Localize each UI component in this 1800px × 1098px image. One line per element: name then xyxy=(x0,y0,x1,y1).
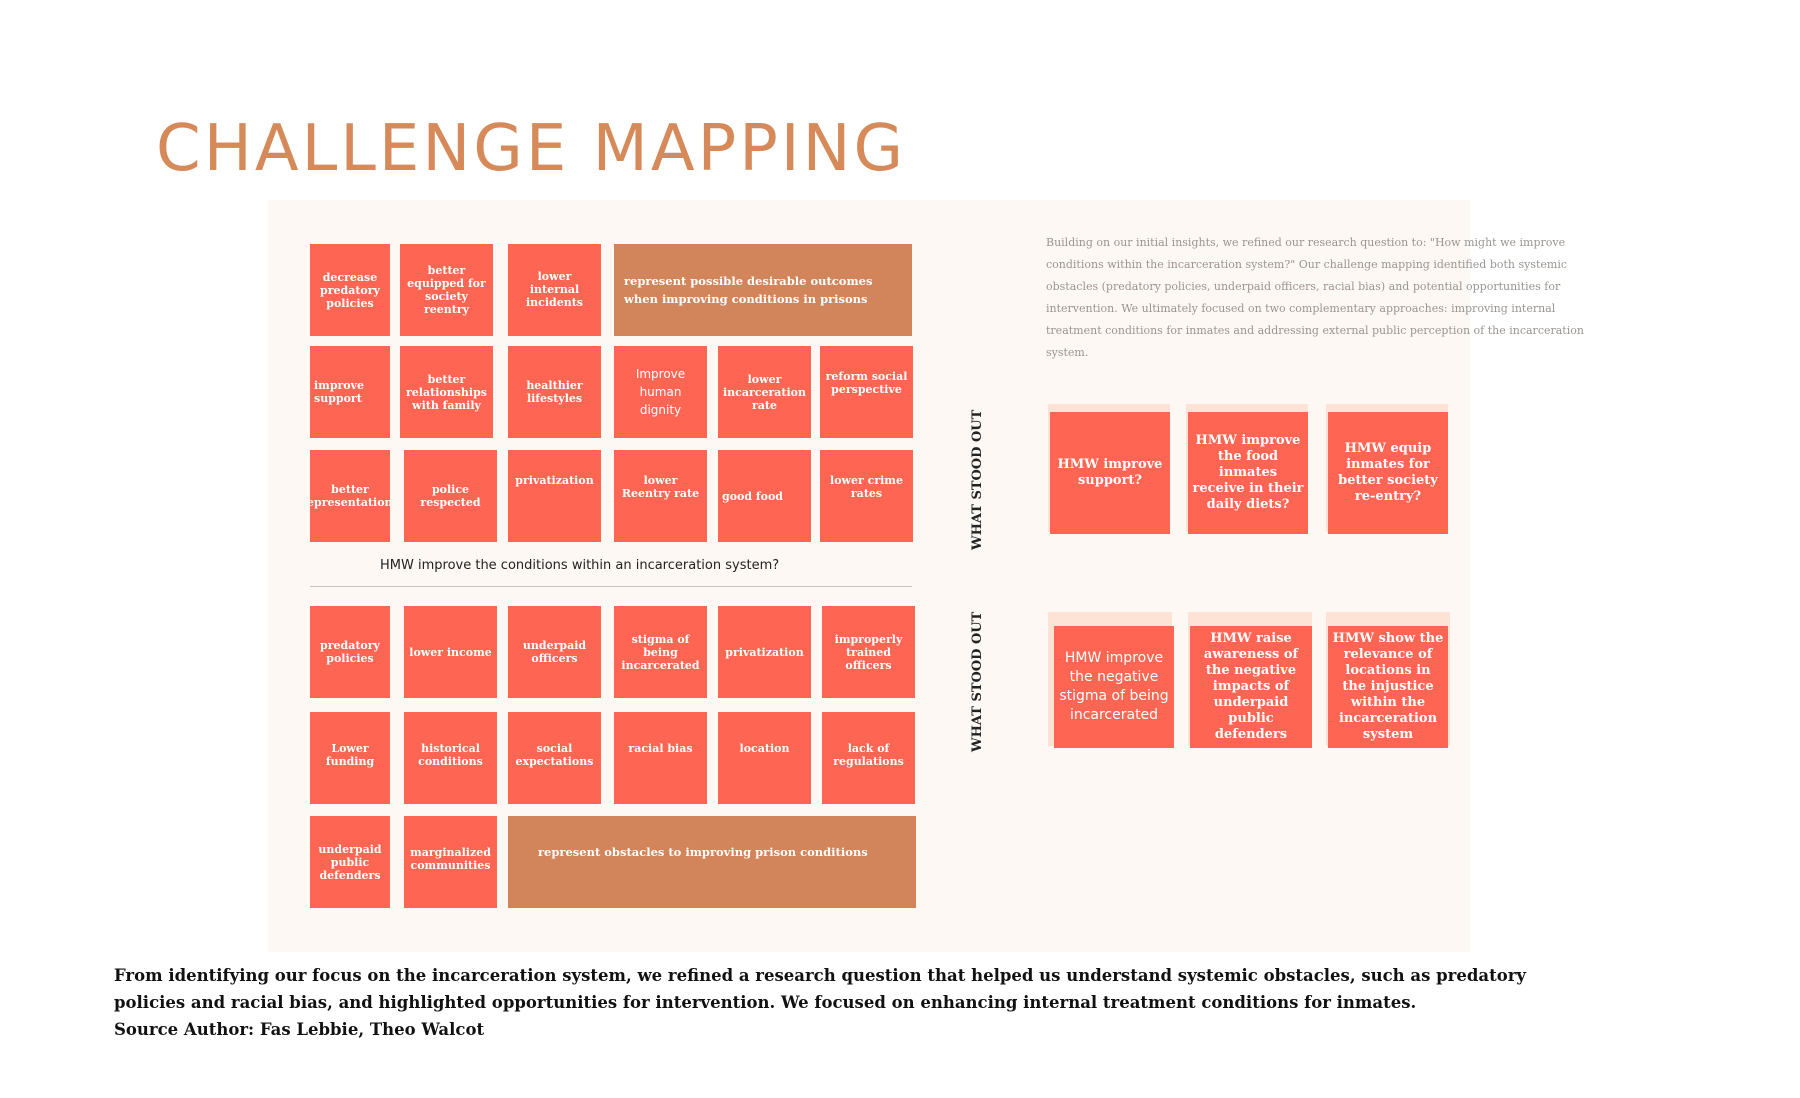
what-stood-out-label: WHAT STOOD OUT xyxy=(970,611,985,752)
sticky-note: reform social perspective xyxy=(820,346,913,438)
sticky-note: improperly trained officers xyxy=(822,606,915,698)
sticky-note: lack of regulations xyxy=(822,712,915,804)
page-title: CHALLENGE MAPPING xyxy=(156,112,907,186)
sticky-note: underpaid officers xyxy=(508,606,601,698)
section-divider xyxy=(310,586,912,587)
sticky-note: predatory policies xyxy=(310,606,390,698)
sticky-note: underpaid public defenders xyxy=(310,816,390,908)
sticky-note: lower internal incidents xyxy=(508,244,601,336)
hmw-note: HMW improve the food inmates receive in … xyxy=(1188,412,1308,534)
hmw-note: HMW improve support? xyxy=(1050,412,1170,534)
hmw-note: HMW equip inmates for better society re-… xyxy=(1328,412,1448,534)
hmw-question: HMW improve the conditions within an inc… xyxy=(380,558,780,573)
sticky-note: improve support xyxy=(310,346,390,438)
hmw-note: HMW improve the negative stigma of being… xyxy=(1054,626,1174,748)
sticky-note: privatization xyxy=(508,450,601,542)
sticky-note: historical conditions xyxy=(404,712,497,804)
sticky-note: Lower funding xyxy=(310,712,390,804)
sticky-note: good food xyxy=(718,450,811,542)
sticky-note: lower income xyxy=(404,606,497,698)
sticky-note: police respected xyxy=(404,450,497,542)
caption: From identifying our focus on the incarc… xyxy=(114,962,1554,1043)
sticky-note: social expectations xyxy=(508,712,601,804)
sticky-note: stigma of being incarcerated xyxy=(614,606,707,698)
sticky-note: Improve human dignity xyxy=(614,346,707,438)
sticky-note: lower crime rates xyxy=(820,450,913,542)
sticky-note: healthier lifestyles xyxy=(508,346,601,438)
hmw-note: HMW show the relevance of locations in t… xyxy=(1328,626,1448,748)
outcomes-banner: represent possible desirable outcomes wh… xyxy=(614,244,912,336)
sticky-note: marginalized communities xyxy=(404,816,497,908)
sticky-note: better relationships with family xyxy=(400,346,493,438)
source-author: Source Author: Fas Lebbie, Theo Walcot xyxy=(114,1020,485,1039)
sticky-note: decrease predatory policies xyxy=(310,244,390,336)
sticky-note: lower incarceration rate xyxy=(718,346,811,438)
sticky-note: location xyxy=(718,712,811,804)
what-stood-out-label: WHAT STOOD OUT xyxy=(970,409,985,550)
sticky-note: privatization xyxy=(718,606,811,698)
sticky-note: racial bias xyxy=(614,712,707,804)
caption-text: From identifying our focus on the incarc… xyxy=(114,966,1526,1012)
obstacles-banner: represent obstacles to improving prison … xyxy=(508,816,916,908)
sticky-note: lower Reentry rate xyxy=(614,450,707,542)
sticky-note: better equipped for society reentry xyxy=(400,244,493,336)
intro-paragraph: Building on our initial insights, we ref… xyxy=(1046,236,1584,359)
hmw-note: HMW raise awareness of the negative impa… xyxy=(1190,626,1312,748)
sticky-note: better representations xyxy=(310,450,390,542)
